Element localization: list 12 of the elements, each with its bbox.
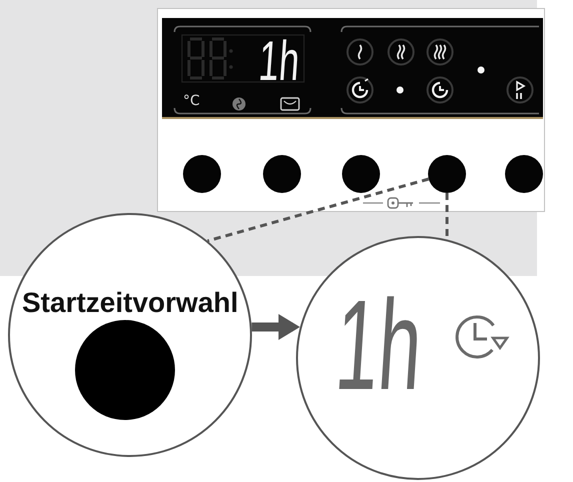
control-button bbox=[505, 155, 543, 193]
unit-label: °C bbox=[183, 94, 200, 108]
arrow bbox=[252, 314, 300, 340]
control-panel bbox=[157, 8, 545, 212]
control-button bbox=[342, 155, 380, 193]
function-label: Startzeitvorwahl bbox=[22, 289, 238, 317]
control-button bbox=[183, 155, 221, 193]
leader-line bbox=[207, 178, 430, 242]
control-button bbox=[428, 155, 466, 193]
display-reading: 1h bbox=[257, 33, 302, 89]
display-reading: 1h bbox=[332, 282, 426, 410]
control-button bbox=[263, 155, 301, 193]
